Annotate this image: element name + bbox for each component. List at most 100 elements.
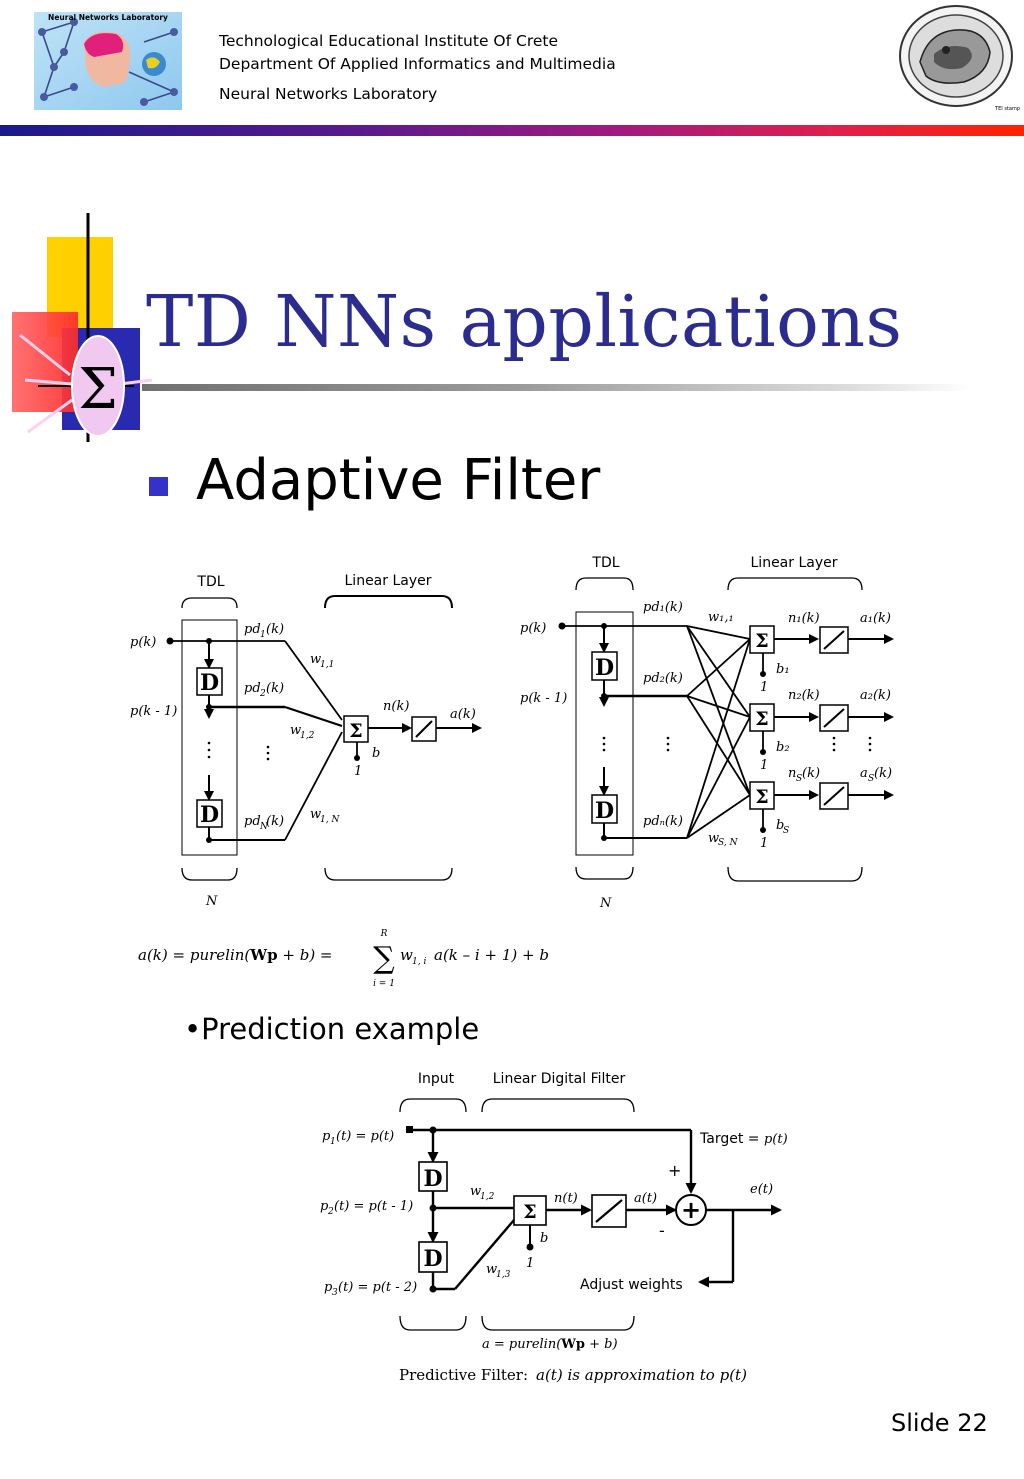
- d1-w1N-sub: 1, N: [320, 815, 340, 825]
- diagram-tdl-multi: TDL Linear Layer p(k) p(k - 1) D D pd₁(k…: [512, 545, 902, 925]
- d2-n1: n₁(k): [788, 611, 820, 626]
- d3-w13-sub: 1,3: [496, 1270, 511, 1280]
- d3-delay-label-1: D: [423, 1166, 442, 1192]
- purelin-equation: a(k) = purelin(Wp + b) = R ∑ i = 1 w 1, …: [134, 920, 574, 992]
- d3-p3-rest: (t) = p(t - 2): [338, 1280, 417, 1295]
- d2-input-pk: p(k): [520, 621, 546, 636]
- eq-sum-sign: ∑: [373, 941, 395, 976]
- sigma-glyph: Σ: [78, 357, 118, 422]
- d2-linear-layer-label: Linear Layer: [751, 555, 838, 571]
- d3-bias: b: [540, 1231, 548, 1246]
- d1-w12-sub: 1,2: [300, 731, 315, 741]
- eq-mid: + b) =: [278, 946, 333, 964]
- eq-w-sub: 1, i: [412, 957, 426, 967]
- d1-pd2: pd: [244, 681, 261, 696]
- tdl-single-svg: TDL Linear Layer p(k) p(k - 1) D D pd 1 …: [130, 573, 482, 909]
- d1-N-label: N: [205, 894, 218, 909]
- d2-pd1: pd₁(k): [643, 600, 683, 615]
- d2-sum-symbol-1: Σ: [755, 630, 768, 652]
- d1-pd1: pd: [244, 622, 261, 637]
- d3-p1: p: [322, 1129, 331, 1144]
- d3-p2-sub: 2: [327, 1207, 334, 1217]
- d2-aS: a: [860, 766, 868, 781]
- logo-text: Neural Networks Laboratory: [48, 13, 168, 22]
- d3-caption-left: Predictive Filter:: [399, 1366, 528, 1384]
- d2-aS-sub: S: [868, 774, 874, 784]
- d1-input-pk1: p(k - 1): [130, 704, 177, 719]
- d2-bias-one-S: 1: [760, 836, 768, 851]
- prediction-svg: Input Linear Digital Filter p 1 (t) = p(…: [320, 1071, 788, 1384]
- d2-tdl-brace-bottom: [575, 866, 634, 880]
- d3-minus-sign: -: [659, 1221, 665, 1240]
- d2-bias-one-2: 1: [760, 758, 768, 773]
- d3-target-label: Target = p(t): [699, 1131, 788, 1147]
- sigma-emblem: Σ: [12, 213, 153, 442]
- header-lab: Neural Networks Laboratory: [219, 85, 438, 103]
- d2-tdl-box: [575, 611, 634, 856]
- d1-tdl-label: TDL: [196, 574, 224, 590]
- d1-nk: n(k): [383, 699, 409, 714]
- d2-aS-arg: (k): [874, 766, 892, 781]
- d3-eq-Wp: Wp: [560, 1337, 585, 1352]
- d3-summer-plus: +: [681, 1196, 701, 1224]
- d3-p3: p: [324, 1280, 333, 1295]
- d1-tdl-brace-top: [181, 597, 238, 609]
- d3-p2: p: [320, 1199, 329, 1214]
- d1-w12: w: [290, 723, 301, 738]
- seal-graphic: TEI stamp: [899, 5, 1020, 112]
- d3-delay-block-2: [418, 1241, 448, 1273]
- svg-text:a = purelin(Wp + b): a = purelin(Wp + b): [482, 1337, 618, 1352]
- d3-plus-sign: +: [668, 1161, 681, 1180]
- d1-pdN: pd: [244, 814, 261, 829]
- d2-b1: b₁: [776, 662, 790, 677]
- d1-tdl-brace-bottom: [181, 867, 238, 881]
- d1-layer-brace-bottom: [324, 867, 453, 881]
- eq-w: w: [400, 946, 413, 964]
- d2-pd2: pd₂(k): [643, 671, 683, 686]
- svg-text:a(k) = purelin(Wp + b) =: a(k) = purelin(Wp + b) =: [138, 946, 333, 964]
- d2-sum-node-2: [749, 703, 775, 732]
- slide-title: TD NNs applications: [146, 280, 903, 363]
- d1-w11-sub: 1,1: [320, 660, 334, 670]
- d2-w11: w₁,₁: [708, 610, 734, 625]
- d1-w11: w: [310, 652, 321, 667]
- bullet-marker: [149, 477, 168, 496]
- svg-text:pd: pd: [244, 622, 261, 637]
- d1-ak: a(k): [450, 707, 476, 722]
- d2-b2: b₂: [776, 740, 790, 755]
- d2-delay-label-1: D: [595, 655, 614, 681]
- d2-tdl-label: TDL: [591, 555, 619, 571]
- d1-delay-label-N: D: [200, 802, 219, 828]
- d1-w1N: w: [310, 807, 321, 822]
- equation-svg: a(k) = purelin(Wp + b) = R ∑ i = 1 w 1, …: [138, 929, 549, 989]
- d3-input-brace-bottom: [399, 1315, 467, 1331]
- d1-delay-label-1: D: [200, 670, 219, 696]
- d1-bias: b: [372, 746, 380, 761]
- d2-a1: a₁(k): [860, 611, 891, 626]
- d2-tdl-brace-top: [575, 577, 634, 591]
- eq-sum-top: R: [380, 929, 388, 939]
- d2-bias-one-1: 1: [760, 680, 768, 695]
- d2-input-pk1: p(k - 1): [520, 691, 567, 706]
- d3-input-label: Input: [418, 1071, 455, 1087]
- d3-delay-label-2: D: [423, 1246, 442, 1272]
- d3-p3-sub: 3: [332, 1288, 338, 1298]
- header-department: Department Of Applied Informatics and Mu…: [219, 55, 616, 73]
- seal-caption: TEI stamp: [994, 106, 1020, 112]
- header-divider-bar: [0, 125, 1024, 136]
- d2-delay-block-1: [591, 651, 618, 681]
- d1-pd1-sub: 1: [260, 630, 266, 640]
- d2-pdN: pdₙ(k): [643, 814, 683, 829]
- bullet-adaptive-filter: Adaptive Filter: [196, 448, 601, 513]
- d1-bias-one: 1: [354, 764, 362, 779]
- lab-logo: Neural Networks Laboratory: [34, 12, 182, 110]
- d1-sum-node: [343, 715, 369, 743]
- d3-input-brace-top: [399, 1098, 467, 1113]
- d2-N-label: N: [599, 896, 612, 911]
- d3-sum-symbol: Σ: [523, 1201, 536, 1223]
- d2-bS-sub: S: [783, 826, 789, 836]
- d3-at: a(t): [634, 1191, 657, 1206]
- d2-sum-node-S: [749, 781, 775, 810]
- d3-eq-a: a = purelin(: [482, 1337, 562, 1352]
- eq-rhs: a(k – i + 1) + b: [434, 946, 549, 964]
